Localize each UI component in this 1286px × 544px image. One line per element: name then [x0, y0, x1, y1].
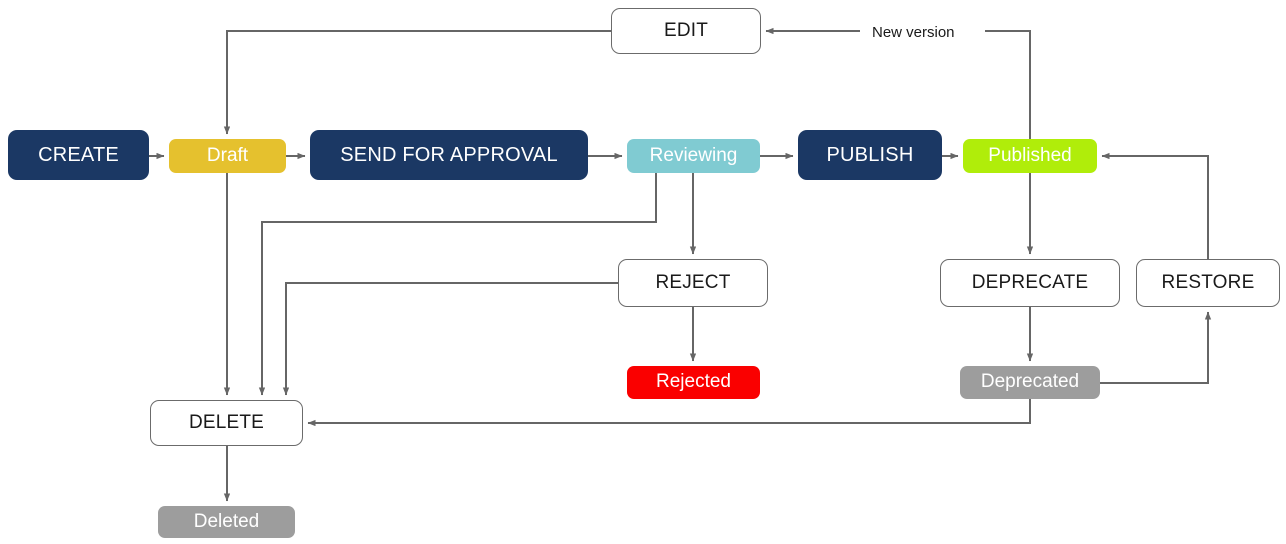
- node-reject-label: REJECT: [655, 271, 731, 293]
- node-edit-label: EDIT: [663, 19, 709, 41]
- node-rejected-label: Rejected: [656, 371, 731, 393]
- node-restore-label: RESTORE: [1161, 271, 1255, 293]
- node-deprecate[interactable]: DEPRECATE: [940, 259, 1120, 307]
- node-create[interactable]: CREATE: [8, 130, 149, 180]
- node-send-for-approval-label: SEND FOR APPROVAL: [340, 144, 558, 166]
- node-create-label: CREATE: [38, 144, 119, 166]
- edge-restore-published: [1101, 152, 1209, 259]
- node-send-for-approval[interactable]: SEND FOR APPROVAL: [310, 130, 588, 180]
- edge-label-new-version: New version: [872, 24, 955, 41]
- node-restore[interactable]: RESTORE: [1136, 259, 1280, 307]
- edge-deprecated-restore: [1100, 311, 1212, 384]
- node-published[interactable]: Published: [963, 139, 1097, 173]
- edge-edit-draft: [223, 30, 611, 135]
- node-delete-label: DELETE: [188, 411, 265, 433]
- node-draft[interactable]: Draft: [169, 139, 286, 173]
- node-deprecated-label: Deprecated: [980, 371, 1080, 393]
- node-deprecate-label: DEPRECATE: [971, 271, 1089, 293]
- node-deleted-label: Deleted: [193, 510, 260, 532]
- edge-reject-delete: [282, 282, 618, 396]
- edge-deprecated-delete: [307, 399, 1031, 427]
- edge-published-edit-riser: [985, 30, 1031, 156]
- node-deprecated[interactable]: Deprecated: [960, 366, 1100, 399]
- node-publish[interactable]: PUBLISH: [798, 130, 942, 180]
- node-deleted[interactable]: Deleted: [158, 506, 295, 538]
- node-publish-label: PUBLISH: [826, 144, 914, 166]
- edge-reviewing-delete: [258, 173, 657, 396]
- node-reviewing-label: Reviewing: [649, 144, 738, 166]
- node-rejected[interactable]: Rejected: [627, 366, 760, 399]
- node-edit[interactable]: EDIT: [611, 8, 761, 54]
- node-draft-label: Draft: [206, 144, 249, 166]
- node-reviewing[interactable]: Reviewing: [627, 139, 760, 173]
- node-reject[interactable]: REJECT: [618, 259, 768, 307]
- node-delete[interactable]: DELETE: [150, 400, 303, 446]
- node-published-label: Published: [988, 144, 1072, 166]
